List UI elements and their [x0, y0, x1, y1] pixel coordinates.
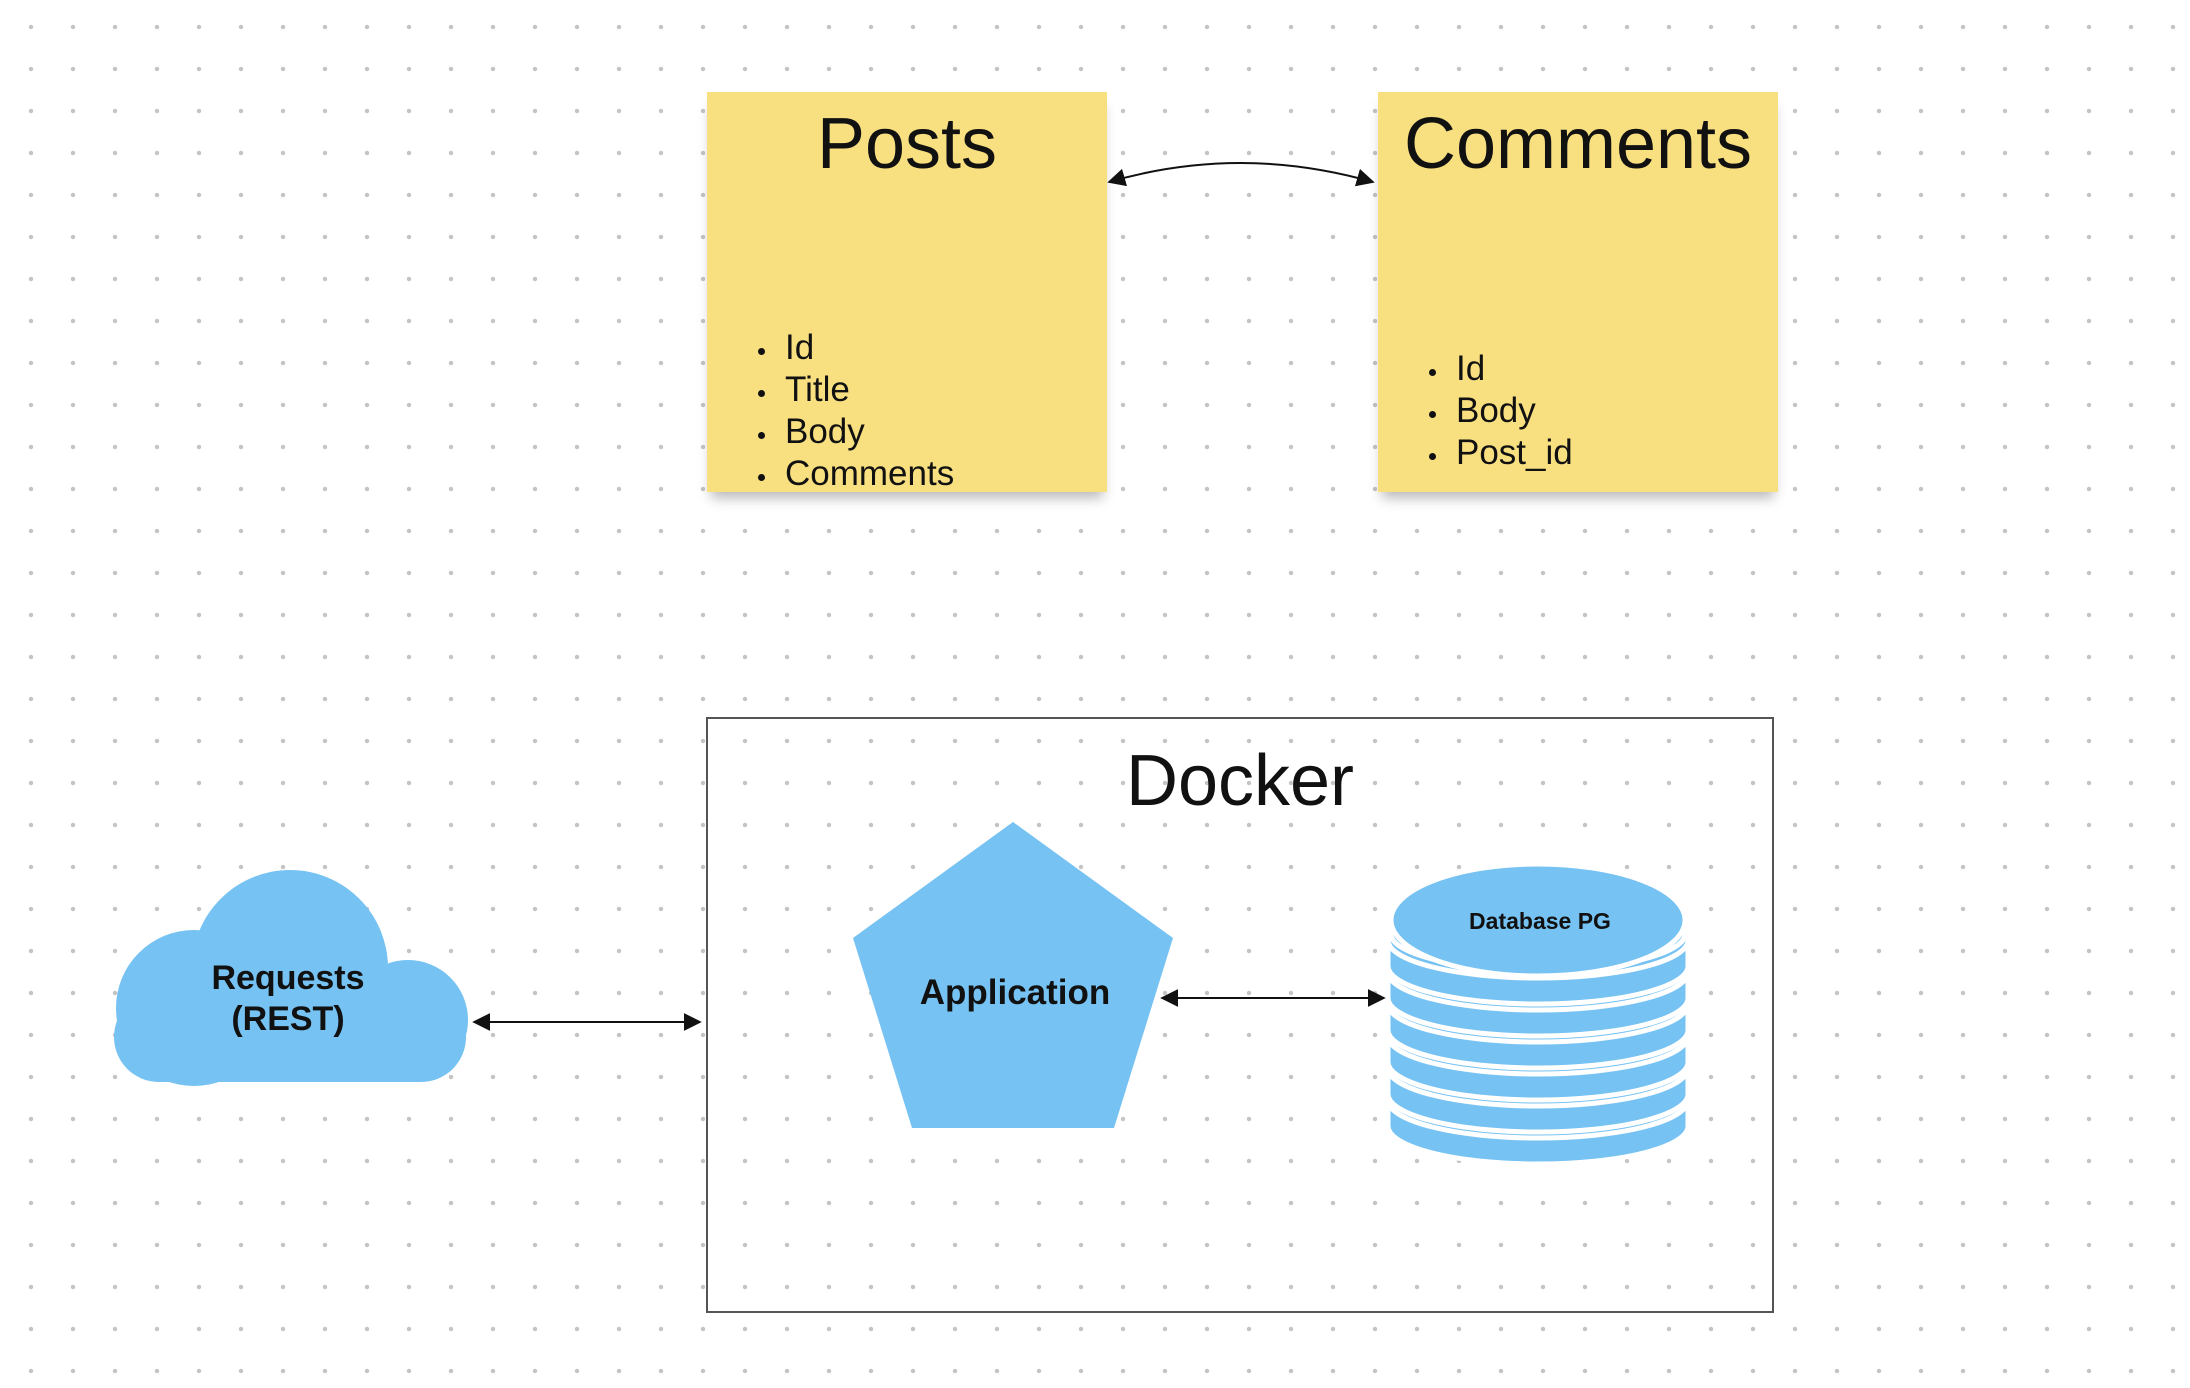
list-item: Comments — [779, 453, 954, 495]
list-item: Title — [779, 369, 954, 411]
list-item: Id — [1450, 348, 1573, 390]
comments-sticky-note[interactable]: Comments Id Body Post_id — [1378, 92, 1778, 492]
cloud-icon[interactable] — [114, 870, 468, 1086]
docker-frame-title: Docker — [1125, 741, 1355, 821]
posts-note-title: Posts — [816, 104, 998, 184]
database-label: Database PG — [1469, 908, 1611, 934]
list-item: Body — [1450, 390, 1573, 432]
list-item: Body — [779, 411, 954, 453]
requests-label-line1: Requests — [211, 959, 365, 997]
docker-frame[interactable]: Docker — [706, 717, 1774, 1313]
pentagon-shape[interactable] — [853, 822, 1173, 1128]
list-item: Post_id — [1450, 432, 1573, 474]
posts-comments-connector[interactable] — [1107, 162, 1375, 187]
posts-field-list: Id Title Body Comments — [747, 327, 954, 495]
database-stack-icon[interactable] — [1385, 861, 1691, 1167]
posts-sticky-note[interactable]: Posts Id Title Body Comments — [707, 92, 1107, 495]
comments-note-title: Comments — [1403, 104, 1753, 184]
comments-field-list: Id Body Post_id — [1418, 348, 1573, 474]
application-label: Application — [919, 973, 1111, 1012]
requests-label: Requests (REST) — [150, 958, 426, 1040]
list-item: Id — [779, 327, 954, 369]
requests-label-line2: (REST) — [231, 999, 345, 1038]
